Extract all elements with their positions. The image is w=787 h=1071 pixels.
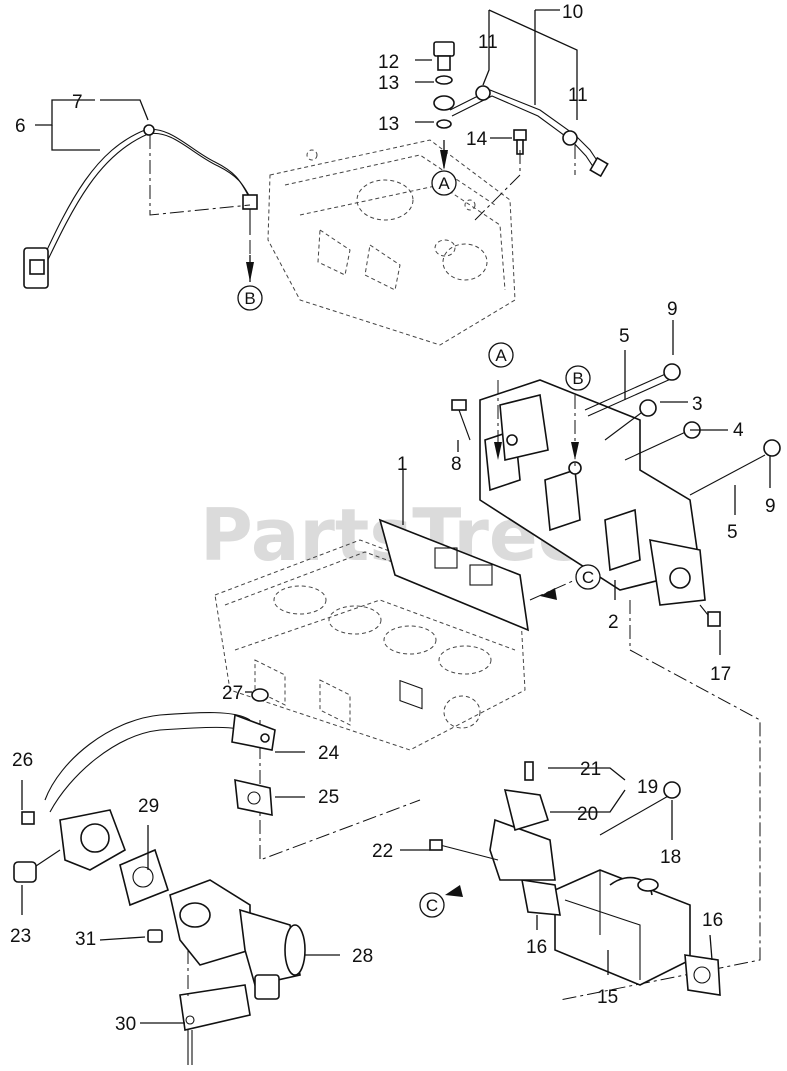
svg-text:A: A [495,346,507,365]
callout-leaders [21,9,771,1024]
svg-text:B: B [244,289,255,308]
exhaust-manifold-gasket [378,518,529,710]
callout-24: 24 [318,743,340,764]
egr-cooler [554,869,691,986]
callout-30: 30 [115,1014,136,1035]
reference-label-b-mid: B [565,365,591,391]
reference-label-a-mid: A [488,342,514,368]
egr-pipe-lower [44,688,276,813]
callout-1: 1 [397,454,408,475]
callout-17: 17 [710,664,731,685]
callout-3: 3 [692,394,703,415]
callout-15: 15 [597,987,618,1008]
svg-text:C: C [426,896,438,915]
callout-5b: 5 [727,522,738,543]
callout-5a: 5 [619,326,630,347]
callout-13b: 13 [378,114,399,135]
callout-12: 12 [378,52,399,73]
callout-18: 18 [660,847,681,868]
callout-19: 19 [637,777,658,798]
svg-text:B: B [572,369,583,388]
callout-9a: 9 [667,299,678,320]
callout-16b: 16 [702,910,723,931]
egr-valve-gasket [119,848,169,907]
callout-23: 23 [10,926,31,947]
egr-valve-inlet-housing [13,809,126,883]
callout-11b: 11 [568,85,588,106]
callout-6: 6 [15,116,26,137]
banjo-bolt-and-washers [433,41,455,168]
reference-arrows [246,150,579,897]
callout-31: 31 [75,929,96,950]
reference-label-c-low: C [419,892,445,918]
callout-20: 20 [577,804,598,825]
callout-10: 10 [562,2,583,23]
callout-21: 21 [580,759,601,780]
callout-9b: 9 [765,496,776,517]
egr-pipe-upper [449,85,609,178]
egr-valve [147,879,306,1000]
egr-cooler-gaskets [521,879,721,996]
callout-8: 8 [451,454,462,475]
callout-7: 7 [72,92,83,113]
callout-14: 14 [466,129,488,150]
egr-cooler-adapter [429,761,681,881]
cylinder-head-cover-outline [267,139,516,346]
callout-27: 27 [222,683,243,704]
callout-16a: 16 [526,937,547,958]
callout-25: 25 [318,787,339,808]
svg-text:C: C [582,568,594,587]
callout-22: 22 [372,841,393,862]
svg-text:A: A [438,174,450,193]
callout-4: 4 [733,420,744,441]
callout-13a: 13 [378,73,399,94]
callout-numbers: 1 2 3 4 5 5 6 7 8 9 9 10 11 11 12 13 13 … [10,2,776,1035]
reference-label-c-mid: C [575,564,601,590]
reference-label-b-top: B [237,285,263,311]
callout-26: 26 [12,750,33,771]
exhaust-manifold-assembly [479,379,706,606]
callout-11a: 11 [478,32,498,53]
pipe-gasket [234,778,273,816]
egr-valve-base-gasket [179,984,251,1031]
callout-2: 2 [608,612,619,633]
callout-28: 28 [352,946,373,967]
callout-29: 29 [138,796,159,817]
reference-label-a-top: A [431,170,457,196]
egr-temperature-sensor-harness [23,124,258,289]
